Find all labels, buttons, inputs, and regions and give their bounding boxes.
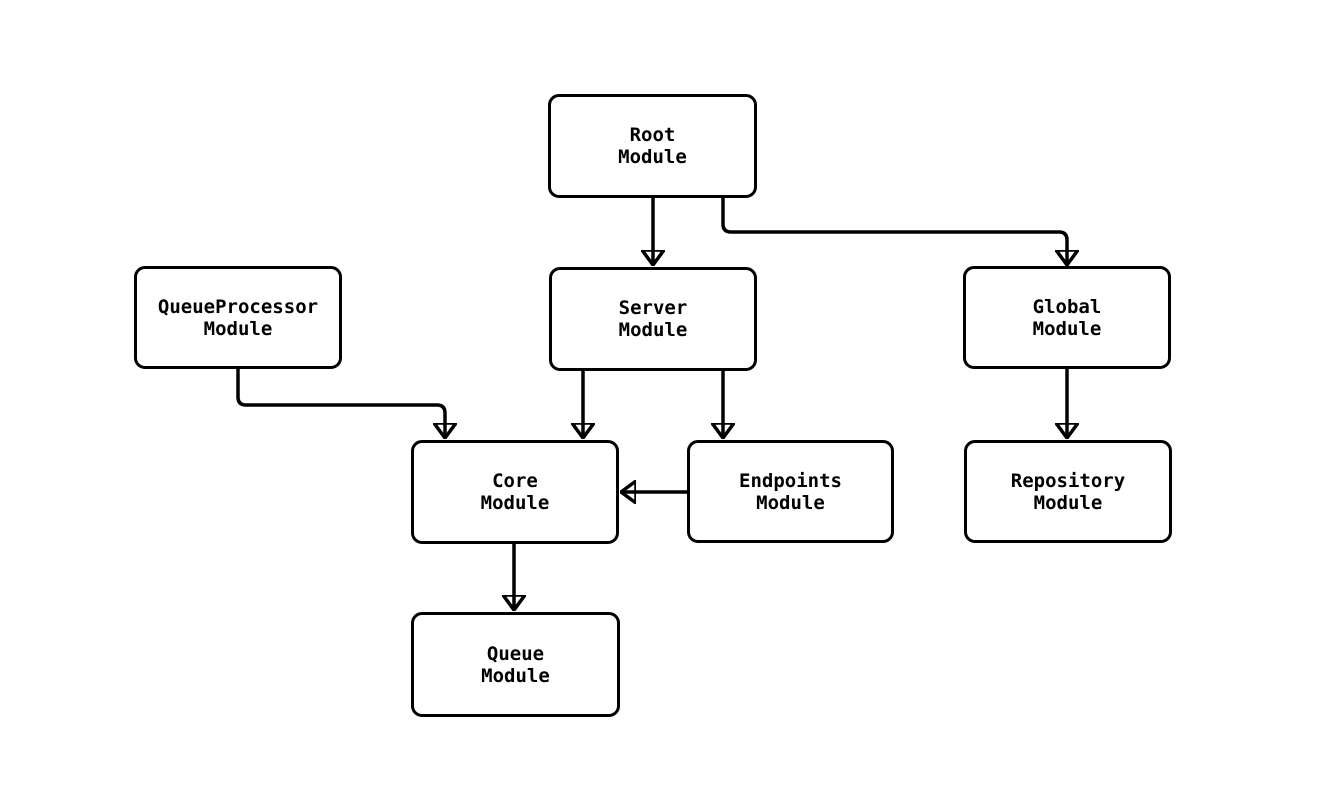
- edge-queueprocessor-to-core: [236, 369, 445, 438]
- node-label-line: Module: [756, 491, 825, 514]
- node-label-line: Root: [629, 124, 676, 146]
- node-label-line: Module: [203, 317, 273, 340]
- edge-root-to-global: [721, 198, 1067, 265]
- node-queueprocessor-module: QueueProcessor Module: [134, 266, 342, 369]
- node-core-module: Core Module: [411, 440, 619, 544]
- node-queue-module: Queue Module: [411, 612, 620, 717]
- node-label-line: Module: [480, 492, 550, 514]
- node-root-module: Root Module: [548, 94, 757, 198]
- node-label-line: Core: [492, 470, 538, 492]
- node-server-module: Server Module: [549, 267, 757, 371]
- node-label-line: Queue: [486, 642, 545, 665]
- node-label-line: Global: [1032, 295, 1102, 318]
- node-label-line: QueueProcessor: [157, 295, 319, 318]
- node-label-line: Repository: [1010, 469, 1126, 492]
- node-label-line: Module: [1033, 491, 1103, 514]
- node-label-line: Endpoints: [739, 469, 842, 492]
- node-label-line: Server: [618, 297, 688, 319]
- node-global-module: Global Module: [963, 266, 1171, 369]
- node-endpoints-module: Endpoints Module: [687, 440, 894, 543]
- node-label-line: Module: [1032, 317, 1102, 340]
- node-repository-module: Repository Module: [964, 440, 1172, 543]
- node-label-line: Module: [618, 319, 688, 341]
- node-label-line: Module: [481, 664, 550, 687]
- node-label-line: Module: [618, 146, 687, 168]
